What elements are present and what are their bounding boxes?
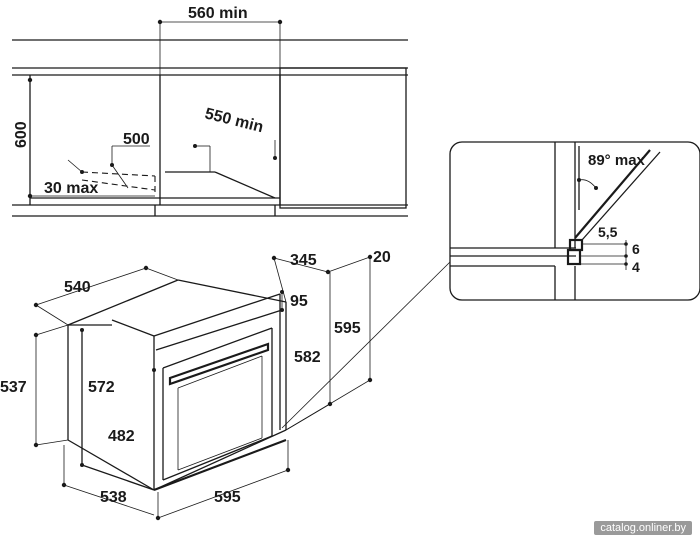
width-595-label: 595 <box>214 489 241 506</box>
panel-95-label: 95 <box>290 293 308 310</box>
door-482-label: 482 <box>108 428 135 445</box>
niche-width-label: 560 min <box>188 5 248 22</box>
top-345-label: 345 <box>290 252 317 269</box>
niche-depth-label: 550 min <box>203 105 265 136</box>
side-572-label: 572 <box>88 379 115 396</box>
oven-drawing <box>33 254 373 521</box>
d4-label: 4 <box>632 259 640 275</box>
niche-height-label: 600 <box>13 121 30 148</box>
depth-500-label: 500 <box>123 131 150 148</box>
watermark: catalog.onliner.by <box>594 521 692 535</box>
detail-callout <box>281 141 700 429</box>
cabinet-niche <box>12 19 408 217</box>
side-537-label: 537 <box>0 379 27 396</box>
gap-max-label: 30 max <box>44 180 98 197</box>
height-595-label: 595 <box>334 320 361 337</box>
height-582-label: 582 <box>294 349 321 366</box>
bottom-538-label: 538 <box>100 489 127 506</box>
angle-label: 89° max <box>588 152 646 169</box>
d6-label: 6 <box>632 241 640 257</box>
side-depth-label: 540 <box>64 279 91 296</box>
top-20-label: 20 <box>373 249 391 266</box>
d55-label: 5,5 <box>598 224 618 240</box>
